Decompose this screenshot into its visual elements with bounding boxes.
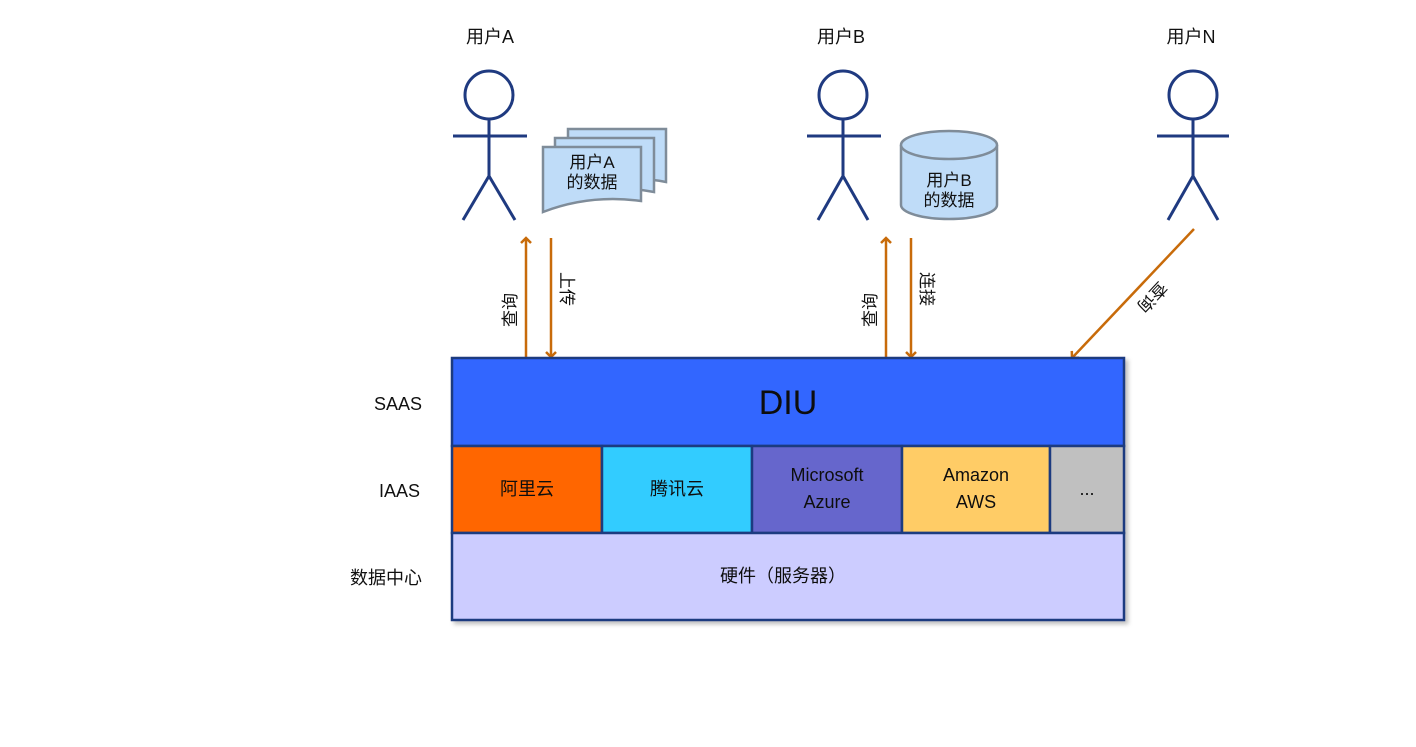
user-b-data-database-icon: 用户B 的数据 — [899, 129, 999, 221]
user-a-actor-icon — [453, 69, 527, 221]
user-b: 用户B — [807, 27, 881, 221]
user-b-label: 用户B — [817, 27, 865, 47]
layer-label-saas: SAAS — [374, 394, 422, 414]
user-n-query-label: 查询 — [1133, 278, 1170, 316]
provider-label-amazon-aws-line1: Amazon — [943, 465, 1009, 485]
user-a-upload-label: 上传 — [557, 272, 576, 306]
user-a-data-label-line2: 的数据 — [567, 173, 618, 192]
user-b-actor-icon — [807, 69, 881, 221]
user-a-query-arrow: 查询 — [501, 236, 532, 358]
user-a-label: 用户A — [466, 27, 514, 47]
provider-label-microsoft-azure-line1: Microsoft — [790, 465, 863, 485]
datacenter-hardware-label: 硬件（服务器） — [720, 566, 846, 586]
datacenter-hardware-box — [450, 531, 1126, 622]
user-b-connect-label: 连接 — [917, 272, 936, 306]
user-b-query-label: 查询 — [861, 293, 880, 327]
architecture-stack: DIU 阿里云腾讯云MicrosoftAzureAmazonAWS... 硬件（… — [450, 356, 1126, 622]
user-n-actor-icon — [1157, 69, 1229, 221]
provider-box-amazon-aws — [900, 444, 1052, 535]
provider-label-more-line1: ... — [1079, 479, 1094, 499]
iaas-providers-row: 阿里云腾讯云MicrosoftAzureAmazonAWS... — [450, 444, 1126, 535]
provider-box-microsoft-azure — [750, 444, 904, 535]
user-b-connect-arrow: 连接 — [905, 238, 936, 359]
layer-label-datacenter: 数据中心 — [350, 568, 422, 588]
layer-label-iaas: IAAS — [379, 481, 420, 501]
user-n: 用户N — [1157, 27, 1229, 221]
user-a-data-documents: 用户A 的数据 — [541, 127, 668, 214]
user-a-data-label-line1: 用户A — [569, 153, 615, 172]
user-n-query-arrow: 查询 — [1070, 228, 1195, 360]
user-b-data-label-line2: 的数据 — [924, 191, 975, 210]
provider-label-microsoft-azure-line2: Azure — [803, 492, 850, 512]
user-a-upload-arrow: 上传 — [545, 238, 576, 359]
provider-label-aliyun-line1: 阿里云 — [500, 479, 554, 499]
provider-label-amazon-aws-line2: AWS — [956, 492, 996, 512]
saas-diu-label: DIU — [759, 384, 818, 422]
user-b-data-label-line1: 用户B — [926, 171, 971, 190]
user-b-query-arrow: 查询 — [861, 236, 892, 358]
provider-cell-more: ... — [1048, 444, 1126, 535]
user-a: 用户A — [453, 27, 527, 221]
user-n-label: 用户N — [1167, 27, 1216, 47]
user-a-query-label: 查询 — [501, 293, 520, 327]
provider-cell-aliyun: 阿里云 — [450, 444, 604, 535]
provider-label-tencent-cloud-line1: 腾讯云 — [650, 479, 704, 499]
provider-cell-tencent-cloud: 腾讯云 — [600, 444, 754, 535]
